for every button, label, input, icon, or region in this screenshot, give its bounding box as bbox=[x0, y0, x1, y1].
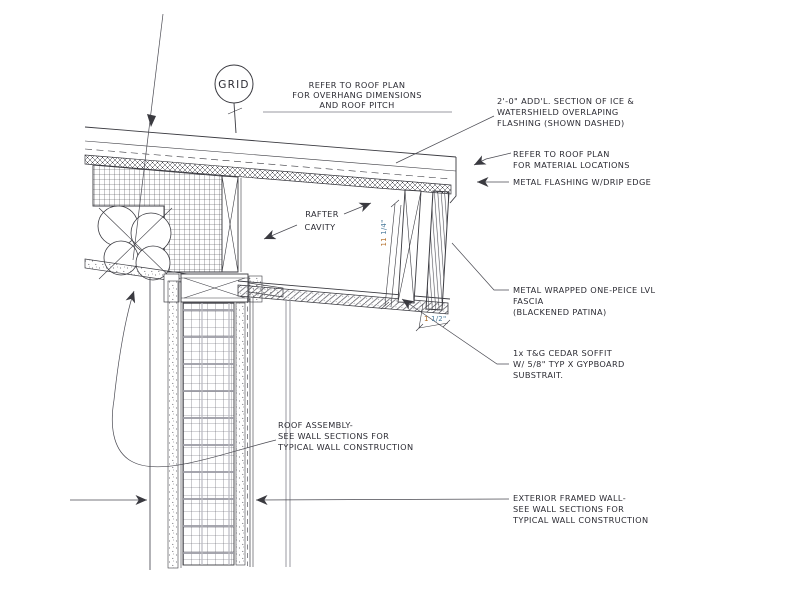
plate-x bbox=[183, 277, 246, 299]
annotation-line: FOR MATERIAL LOCATIONS bbox=[513, 160, 630, 170]
annotation-roof-assembly: ROOF ASSEMBLY- SEE WALL SECTIONS FOR TYP… bbox=[277, 420, 413, 452]
dim-tick bbox=[415, 323, 424, 332]
annotation-metal-flashing: METAL FLASHING W/DRIP EDGE bbox=[513, 177, 651, 187]
annotation-line: REFER TO ROOF PLAN bbox=[513, 149, 610, 159]
dim-tick bbox=[380, 301, 390, 310]
annotation-refer-material: REFER TO ROOF PLAN FOR MATERIAL LOCATION… bbox=[513, 149, 630, 170]
wall-head-rafter-blocking bbox=[221, 175, 242, 273]
annotation-line: TYPICAL WALL CONSTRUCTION bbox=[512, 515, 648, 525]
annotation-line: WATERSHIELD OVERLAPING bbox=[497, 107, 619, 117]
dim-whole: 11 bbox=[380, 235, 388, 247]
stud-cavity-insulation-grid-heavy bbox=[183, 303, 234, 565]
exterior-sheathing-band bbox=[167, 280, 179, 569]
lvl-fascia bbox=[425, 190, 450, 311]
annotation-line: METAL FLASHING W/DRIP EDGE bbox=[513, 177, 651, 187]
annotation-ice-watershield: 2'-0" ADD'L. SECTION OF ICE & WATERSHIEL… bbox=[497, 96, 634, 128]
annotation-exterior-wall: EXTERIOR FRAMED WALL- SEE WALL SECTIONS … bbox=[512, 493, 648, 525]
dim-fraction: 1/2" bbox=[431, 315, 446, 323]
annotation-line: FOR OVERHANG DIMENSIONS bbox=[292, 90, 422, 100]
dim-whole: 1 bbox=[424, 315, 431, 323]
dim-extension bbox=[418, 303, 424, 329]
annotation-line: 1x T&G CEDAR SOFFIT bbox=[513, 348, 613, 358]
annotation-line: W/ 5/8" TYP X GYPBOARD bbox=[513, 359, 625, 369]
annotation-line: RAFTER bbox=[305, 209, 339, 219]
dimension-fascia-width: 1 1/2" bbox=[415, 303, 451, 332]
metal-fascia-leader bbox=[451, 242, 509, 291]
annotation-line: SEE WALL SECTIONS FOR bbox=[278, 431, 389, 441]
exterior-wall-section bbox=[149, 277, 291, 570]
rafter-depth-dim-text: 11 1/4" bbox=[380, 219, 388, 246]
annotation-metal-fascia: METAL WRAPPED ONE-PEICE LVL FASCIA (BLAC… bbox=[513, 285, 655, 317]
grid-line-tick bbox=[227, 107, 243, 115]
ice-watershield-leader bbox=[395, 115, 495, 164]
roofing-top-line bbox=[84, 126, 457, 158]
annotation-line: EXTERIOR FRAMED WALL- bbox=[513, 493, 626, 503]
rafter-blocking-x bbox=[397, 190, 422, 303]
annotation-line: AND ROOF PITCH bbox=[319, 100, 394, 110]
soffit-hatch-band bbox=[237, 284, 449, 315]
cedar-soffit-leader bbox=[401, 298, 509, 365]
annotation-cedar-soffit: 1x T&G CEDAR SOFFIT W/ 5/8" TYP X GYPBOA… bbox=[513, 348, 625, 380]
roof-assembly-leader bbox=[111, 290, 277, 468]
leader-lines bbox=[70, 111, 512, 505]
dimension-rafter-depth: 11 1/4" bbox=[380, 199, 400, 310]
grid-bubble-label: GRID bbox=[218, 79, 249, 91]
dim-line bbox=[418, 322, 449, 329]
rafter-cavity-arrow-right bbox=[343, 202, 372, 215]
annotation-rafter-cavity: RAFTER CAVITY bbox=[305, 209, 339, 232]
refer-material-leader bbox=[473, 152, 512, 166]
grid-bubble: GRID bbox=[214, 64, 254, 134]
annotation-line: ROOF ASSEMBLY- bbox=[278, 420, 353, 430]
annotation-line: (BLACKENED PATINA) bbox=[513, 307, 607, 317]
reference-line bbox=[132, 13, 164, 261]
rafter-cavity-arrow-left bbox=[263, 224, 298, 240]
rafter-face-line bbox=[390, 204, 402, 308]
exterior-wall-leader-right bbox=[255, 494, 510, 505]
rafter-face-line bbox=[384, 203, 396, 307]
fascia-width-dim-text: 1 1/2" bbox=[424, 315, 446, 323]
annotation-line: METAL WRAPPED ONE-PEICE LVL bbox=[513, 285, 655, 295]
down-arrowhead bbox=[147, 114, 156, 127]
annotation-line: FASCIA bbox=[513, 296, 544, 306]
annotation-refer-overhang: REFER TO ROOF PLAN FOR OVERHANG DIMENSIO… bbox=[292, 80, 422, 110]
annotation-line: CAVITY bbox=[305, 222, 337, 232]
grid-line-tail bbox=[233, 102, 237, 134]
annotation-line: SEE WALL SECTIONS FOR bbox=[513, 504, 624, 514]
annotation-line: 2'-0" ADD'L. SECTION OF ICE & bbox=[497, 96, 634, 106]
dim-tick bbox=[390, 199, 400, 208]
blocking-x bbox=[221, 176, 239, 273]
annotation-line: TYPICAL WALL CONSTRUCTION bbox=[277, 442, 413, 452]
interior-sheathing-band bbox=[235, 302, 246, 566]
roof-sheathing-hatch bbox=[84, 154, 452, 195]
annotation-line: FLASHING (SHOWN DASHED) bbox=[497, 118, 625, 128]
drip-edge-profile bbox=[449, 157, 457, 204]
dim-fraction: 1/4" bbox=[380, 219, 388, 234]
annotation-line: SUBSTRAIT. bbox=[513, 370, 563, 380]
annotation-line: REFER TO ROOF PLAN bbox=[309, 80, 406, 90]
rafter-and-fascia bbox=[384, 189, 450, 311]
slope-reference-line bbox=[132, 13, 164, 261]
dim-tick bbox=[442, 319, 451, 328]
